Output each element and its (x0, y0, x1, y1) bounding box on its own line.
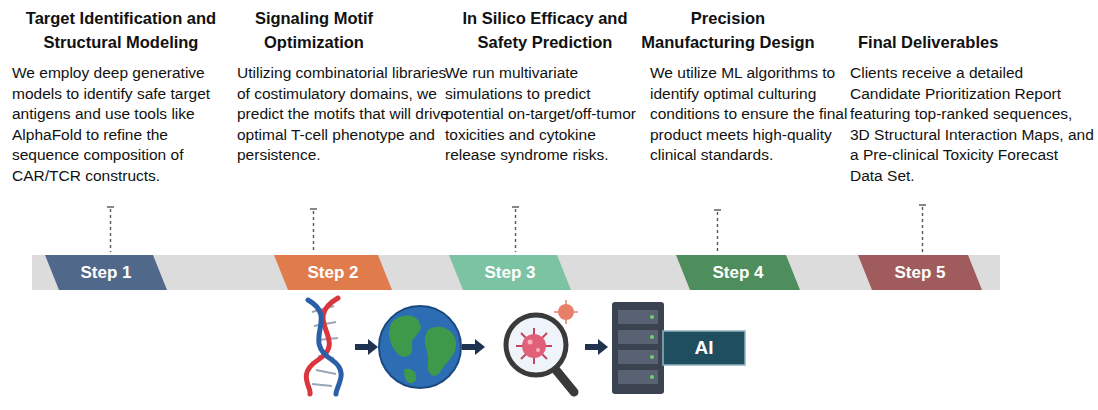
step-description: We employ deep generative models to iden… (12, 63, 238, 187)
node-text: Step 5 (894, 263, 945, 283)
shape-fill (663, 331, 745, 365)
step-marker: Step 2 (274, 255, 392, 290)
step-heading: In Silico Efficacy and Safety Prediction (440, 6, 650, 54)
step-heading: Precision Manufacturing Design (640, 6, 816, 54)
server-icon (612, 302, 664, 394)
step-description: We run multivariate simulations to predi… (445, 63, 649, 166)
shape-fill (274, 255, 392, 290)
shape-fill (858, 255, 982, 290)
step-marker: Step 4 (676, 255, 800, 290)
shape-fill (45, 255, 167, 290)
step-heading: Final Deliverables (858, 30, 1058, 54)
node-text: Step 2 (307, 263, 358, 283)
node-text: AI (695, 337, 714, 359)
magnifier-icon (506, 300, 578, 392)
step-description: Utilizing combinatorial libraries of cos… (237, 63, 449, 166)
step-description: Clients receive a detailed Candidate Pri… (850, 63, 1094, 187)
step-marker: Step 1 (45, 255, 167, 290)
step-heading: Target Identification and Structural Mod… (6, 6, 236, 54)
timeline-band (32, 255, 1000, 290)
shape-fill (449, 255, 571, 290)
globe-icon (379, 306, 461, 388)
node-text: Step 3 (484, 263, 535, 283)
node-text: Step 4 (712, 263, 763, 283)
dna-icon (306, 298, 341, 394)
step-heading: Signaling Motif Optimization (228, 6, 400, 54)
step-description: We utilize ML algorithms to identify opt… (650, 63, 854, 166)
node-text: Step 1 (80, 263, 131, 283)
leader-lines (107, 205, 926, 252)
shape-fill (676, 255, 800, 290)
ai-label-box: AI (662, 330, 746, 366)
step-marker: Step 3 (449, 255, 571, 290)
step-marker: Step 5 (858, 255, 982, 290)
